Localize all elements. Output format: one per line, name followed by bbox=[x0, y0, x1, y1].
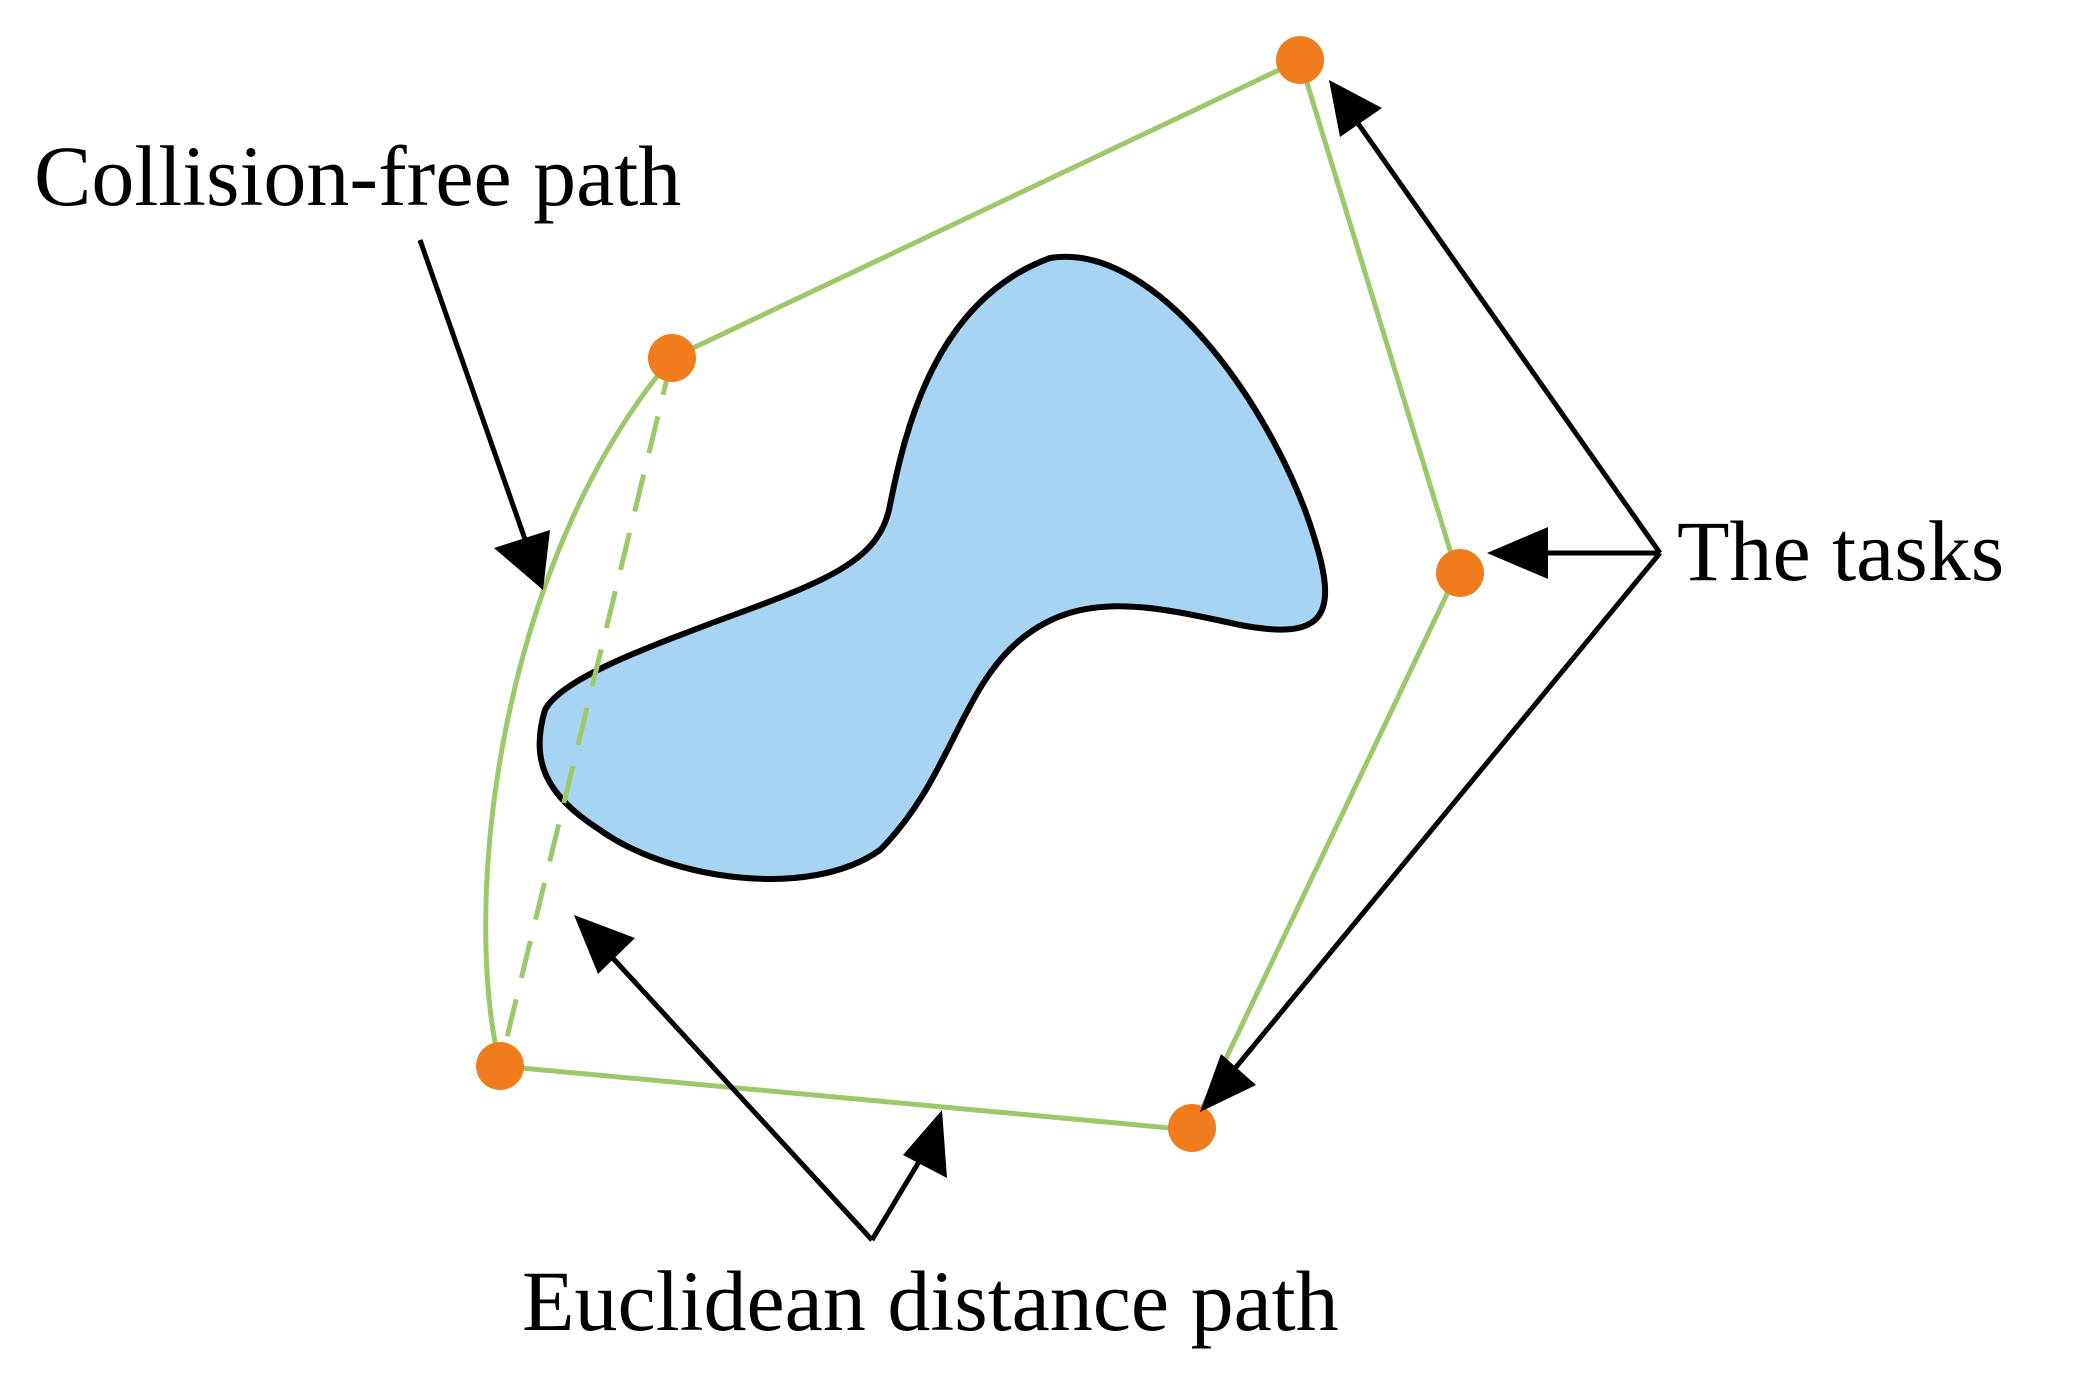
task-node-bottom-right bbox=[1168, 1104, 1216, 1152]
task-node-right bbox=[1436, 549, 1484, 597]
task-node-bottom-left bbox=[476, 1042, 524, 1090]
tasks-arrows bbox=[1200, 80, 1663, 1112]
collision-free-curve bbox=[483, 356, 674, 1067]
euclidean-dashed-line bbox=[497, 357, 675, 1067]
label-the-tasks: The tasks bbox=[1677, 503, 2004, 599]
task-node-top bbox=[1276, 36, 1324, 84]
task-node-upper-left bbox=[648, 334, 696, 382]
collision-free-arrow bbox=[417, 239, 550, 590]
label-collision-free-path: Collision-free path bbox=[34, 128, 681, 224]
euclidean-arrows bbox=[574, 915, 947, 1242]
label-euclidean-distance-path: Euclidean distance path bbox=[522, 1253, 1339, 1349]
obstacle-shape bbox=[536, 253, 1329, 882]
